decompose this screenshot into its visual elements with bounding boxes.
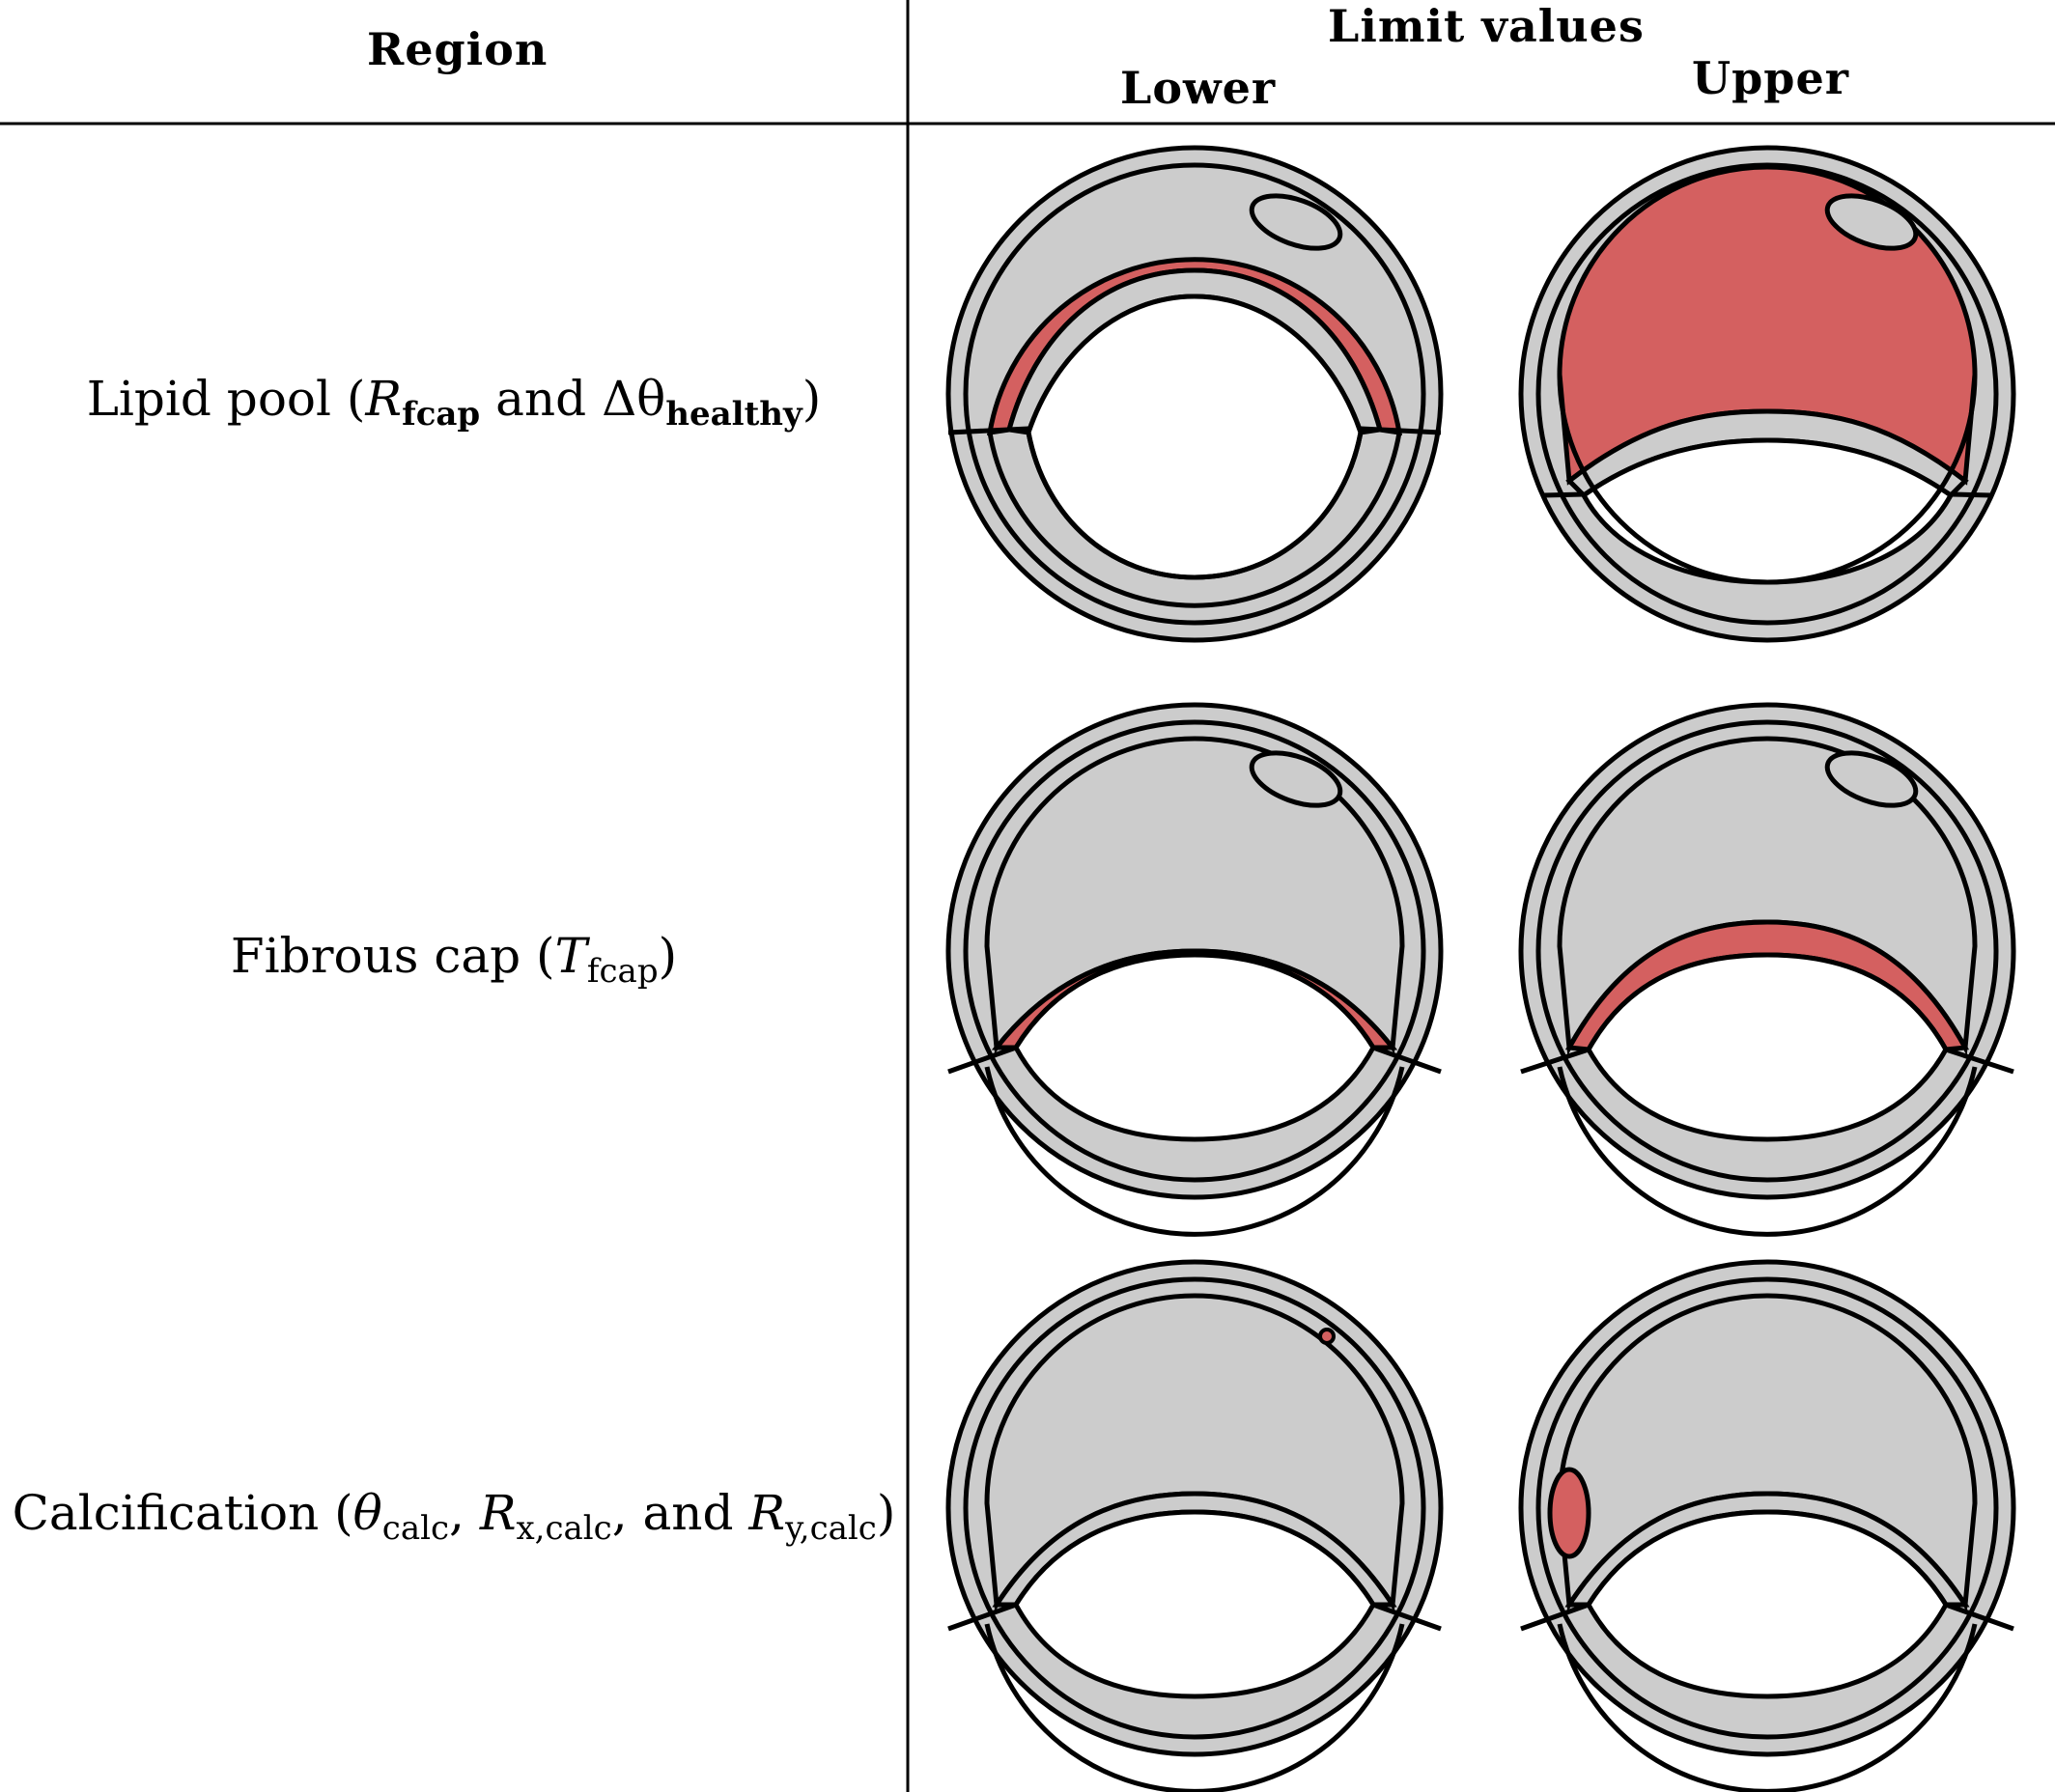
param-symbol: R [479, 1485, 517, 1541]
connector: and [642, 1485, 734, 1541]
calcification-lower-diagram [948, 1262, 1441, 1791]
row-name: Fibrous cap [230, 928, 521, 984]
param-subscript: x,calc [516, 1509, 612, 1548]
param-subscript: fcap [586, 952, 659, 991]
row-label-lipid-pool: Lipid pool (Rfcap and Δθhealthy) [86, 371, 822, 434]
header-region: Region [367, 23, 549, 75]
param-symbol: R [365, 371, 403, 427]
param-symbol: θ [352, 1485, 382, 1541]
lipid-pool-lower-diagram [948, 148, 1441, 640]
param-symbol: Δθ [602, 371, 666, 427]
fibrous-cap-lower-diagram [948, 705, 1441, 1234]
row-label-calcification: Calcification (θcalc, Rx,calc, and Ry,ca… [12, 1485, 896, 1548]
calcification-upper-diagram [1521, 1262, 2013, 1791]
header-limit-values: Limit values [1328, 0, 1645, 52]
param-symbol: T [554, 928, 587, 984]
header-upper: Upper [1692, 52, 1849, 104]
header-lower: Lower [1120, 62, 1277, 114]
row-label-fibrous-cap: Fibrous cap (Tfcap) [230, 928, 678, 991]
lipid-pool-upper-diagram [1521, 148, 2013, 640]
param-subscript: healthy [665, 395, 802, 434]
param-subscript: fcap [402, 395, 481, 434]
connector: and [495, 371, 587, 427]
row-name: Calcification [12, 1485, 320, 1541]
row-name: Lipid pool [86, 371, 332, 427]
param-subscript: y,calc [785, 1509, 877, 1548]
param-symbol: R [748, 1485, 786, 1541]
fibrous-cap-upper-diagram [1521, 705, 2013, 1234]
param-subscript: calc [381, 1509, 450, 1548]
